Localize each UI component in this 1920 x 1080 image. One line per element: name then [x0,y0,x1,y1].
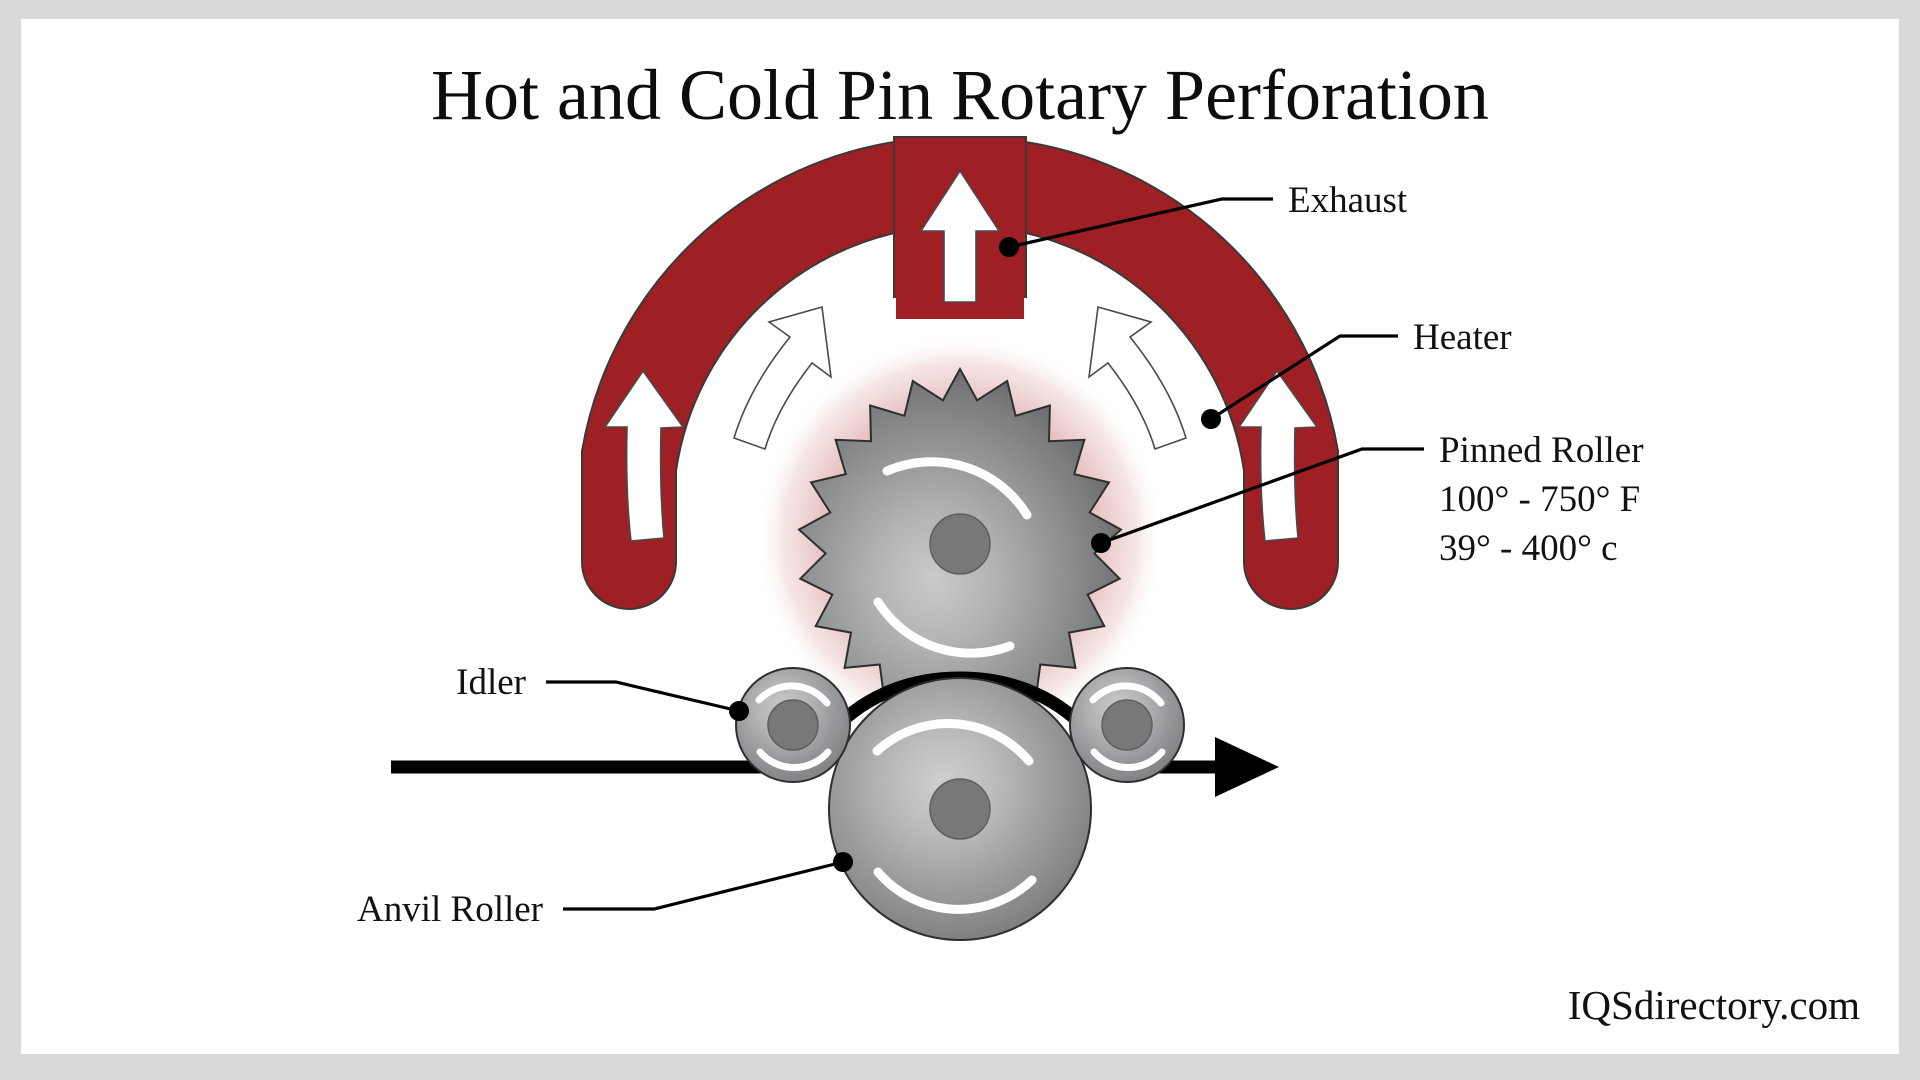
exhaust-up-arrow-icon [919,169,1001,303]
heater-arrow-lower-left-icon [603,369,685,542]
web-direction-arrowhead-icon [1215,737,1279,797]
label-pinned-roller-temp-c: 39° - 400° c [1439,528,1618,569]
pinned-roller-highlight-upper [882,457,1032,520]
leader-dot-heater [1201,409,1221,429]
idler-roller-right [1069,667,1185,783]
label-idler: Idler [456,662,526,703]
leader-heater [1210,334,1398,421]
pinned-roller-highlight-lower [873,597,1015,658]
anvil-roller [828,677,1092,941]
anvil-roller-highlight-upper [872,719,1034,766]
leader-dot-exhaust [999,237,1019,257]
label-heater: Heater [1413,317,1512,358]
idler-right-highlight-lower [1090,748,1166,772]
idler-left-highlight-upper [755,682,831,707]
leader-dot-pinned-roller [1091,533,1111,553]
page-title: Hot and Cold Pin Rotary Perforation [431,55,1489,135]
diagram-canvas: Hot and Cold Pin Rotary Perforation [21,19,1899,1054]
label-pinned-roller-block: Pinned Roller 100° - 750° F 39° - 400° c [1439,430,1644,569]
heater-arch-body [581,136,1339,610]
leader-dot-anvil-roller [833,852,853,872]
label-exhaust: Exhaust [1288,180,1408,221]
idler-right-highlight-upper [1089,682,1165,707]
callout-leaders [546,197,1424,911]
label-pinned-roller-temp-f: 100° - 750° F [1439,479,1640,520]
idler-roller-left [735,667,851,783]
pinned-roller-hub [929,513,991,575]
heater-assembly [581,136,1339,610]
label-anvil-roller: Anvil Roller [357,889,543,930]
heater-arrow-lower-right-icon [1237,369,1319,542]
idler-right-hub [1101,699,1153,751]
anvil-roller-hub [929,778,991,840]
idler-left-highlight-lower [756,748,832,772]
leader-idler [546,680,740,713]
watermark: IQSdirectory.com [1568,982,1860,1028]
anvil-roller-highlight-lower [873,867,1037,914]
leader-dot-idler [729,701,749,721]
leader-anvil-roller [563,860,844,911]
heater-arrow-upper-left-icon [733,305,833,451]
leader-pinned-roller [1100,447,1424,545]
label-pinned-roller: Pinned Roller [1439,430,1644,471]
leader-exhaust [1008,197,1273,249]
idler-left-hub [767,699,819,751]
heater-arrow-upper-right-icon [1087,305,1187,451]
perforation-process-diagram: Hot and Cold Pin Rotary Perforation [357,55,1860,1028]
